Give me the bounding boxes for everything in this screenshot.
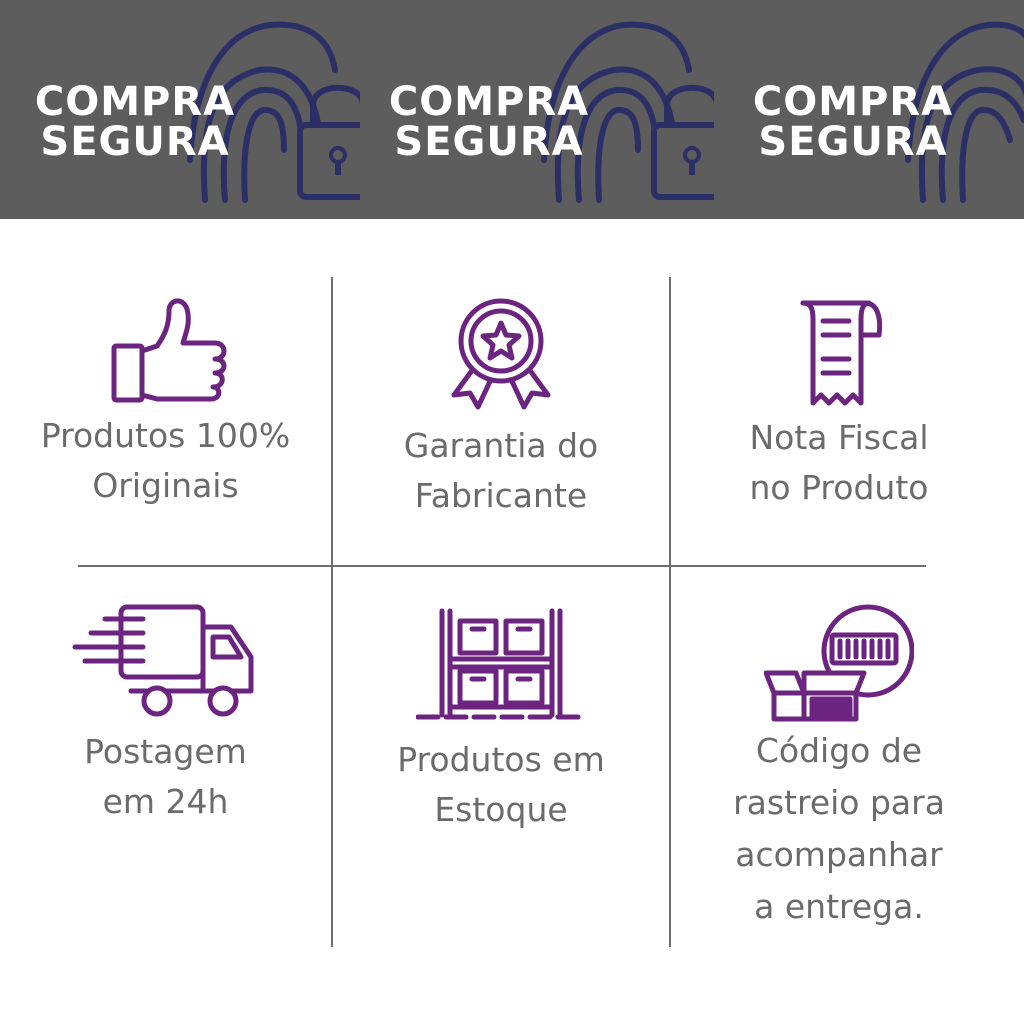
secure-purchase-text: COMPRA SEGURA <box>738 82 968 162</box>
feature-label: Postagem <box>84 732 247 771</box>
feature-original-products: Produtos 100% Originais <box>0 291 331 511</box>
warehouse-shelf-icon <box>416 608 586 720</box>
feature-label: Produtos 100% <box>40 416 291 455</box>
fingerprint-icon <box>905 21 1024 203</box>
badge-line1: COMPRA <box>34 79 236 125</box>
grid-divider-vertical <box>331 277 333 947</box>
feature-shipping-24h: Postagem em 24h <box>0 603 331 827</box>
feature-label: Produtos em <box>397 740 605 779</box>
badge-line2: SEGURA <box>758 119 948 165</box>
feature-label: Garantia do <box>403 426 599 465</box>
feature-label: a entrega. <box>754 887 924 926</box>
feature-label: Estoque <box>434 790 568 829</box>
fingerprint-lock-icon <box>187 21 360 203</box>
feature-label: Nota Fiscal <box>749 418 929 457</box>
secure-purchase-badge: COMPRA SEGURA <box>748 10 1024 210</box>
secure-purchase-badge: COMPRA SEGURA <box>384 10 714 210</box>
secure-purchase-banner: COMPRA SEGURA COMPRA SEGURA <box>0 0 1024 219</box>
feature-manufacturer-warranty: Garantia do Fabricante <box>333 295 669 521</box>
features-grid: Produtos 100% Originais Garantia do Fabr… <box>0 219 1024 1024</box>
badge-line2: SEGURA <box>40 119 230 165</box>
grid-divider-horizontal <box>78 565 926 567</box>
feature-label: Código de <box>755 731 923 770</box>
feature-in-stock: Produtos em Estoque <box>333 607 669 835</box>
delivery-truck-icon <box>72 604 253 717</box>
feature-label: em 24h <box>102 782 229 821</box>
package-barcode-icon <box>764 604 914 722</box>
badge-line1: COMPRA <box>752 79 954 125</box>
secure-purchase-text: COMPRA SEGURA <box>20 82 250 162</box>
badge-line1: COMPRA <box>388 79 590 125</box>
feature-label: acompanhar <box>735 835 943 874</box>
feature-label: Originais <box>92 466 239 505</box>
feature-invoice: Nota Fiscal no Produto <box>671 299 1007 513</box>
feature-tracking-code: Código de rastreio para acompanhar a ent… <box>671 603 1007 933</box>
feature-label: rastreio para <box>733 783 945 822</box>
feature-label: Fabricante <box>414 476 588 515</box>
award-ribbon-icon <box>451 298 551 410</box>
feature-label: no Produto <box>749 468 929 507</box>
fingerprint-lock-icon <box>541 21 714 203</box>
receipt-icon <box>800 300 883 406</box>
secure-purchase-text: COMPRA SEGURA <box>374 82 604 162</box>
badge-line2: SEGURA <box>394 119 584 165</box>
thumbs-up-icon <box>111 298 226 403</box>
grid-divider-vertical <box>669 277 671 947</box>
secure-purchase-badge: COMPRA SEGURA <box>30 10 360 210</box>
